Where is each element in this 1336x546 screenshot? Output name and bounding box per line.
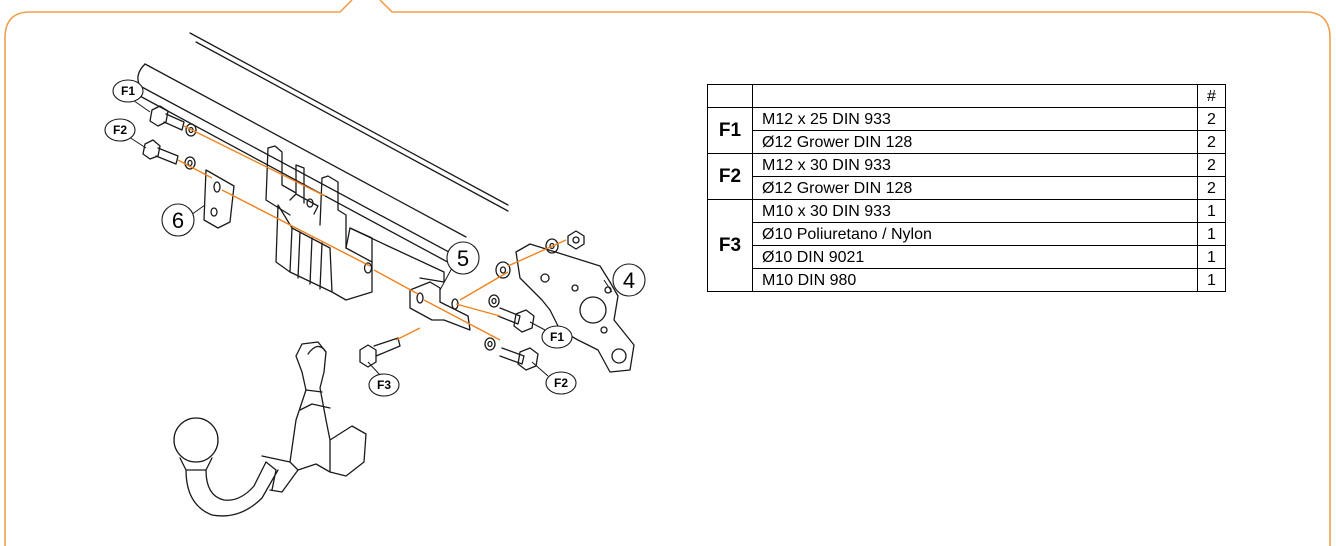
qty-cell: 1: [1197, 268, 1226, 292]
table-row: Ø10 DIN 9021 1: [708, 245, 1226, 269]
table-row: F2 M12 x 30 DIN 933 2: [707, 153, 1226, 200]
callout-f3: F3: [377, 378, 391, 392]
table-row: Ø10 Poliuretano / Nylon 1: [708, 222, 1226, 246]
qty-cell: 2: [1197, 153, 1226, 177]
description-cell: Ø12 Grower DIN 128: [752, 176, 1198, 200]
table-row: F1 M12 x 25 DIN 933 2: [707, 107, 1226, 154]
header-description-cell: [752, 84, 1198, 108]
group-cell-f3: F3: [707, 199, 753, 292]
table-row: F3 M10 x 30 DIN 933 1: [707, 199, 1226, 292]
qty-cell: 1: [1197, 222, 1226, 246]
callout-part-4: 4: [623, 268, 635, 293]
frame-outline: [4, 0, 1331, 546]
table-row: M10 DIN 980 1: [708, 268, 1226, 292]
description-cell: M12 x 25 DIN 933: [752, 107, 1198, 131]
description-cell: Ø10 Poliuretano / Nylon: [752, 222, 1198, 246]
parts-table: # F1 M12 x 25 DIN 933 2 Ø12 Grower DIN 1…: [707, 84, 1226, 292]
description-cell: Ø10 DIN 9021: [752, 245, 1198, 269]
description-cell: Ø12 Grower DIN 128: [752, 130, 1198, 154]
description-cell: M10 DIN 980: [752, 268, 1198, 292]
qty-cell: 1: [1197, 245, 1226, 269]
group-cell-f2: F2: [707, 153, 753, 200]
description-cell: M12 x 30 DIN 933: [752, 153, 1198, 177]
description-cell: M10 x 30 DIN 933: [752, 199, 1198, 223]
callout-part-6: 6: [172, 208, 184, 233]
qty-cell: 2: [1197, 107, 1226, 131]
callout-f2-top: F2: [113, 123, 127, 137]
callout-f1-bottom: F1: [550, 330, 564, 344]
callout-f2-bottom: F2: [554, 376, 568, 390]
group-cell-f1: F1: [707, 107, 753, 154]
header-group-cell: [707, 84, 753, 108]
qty-cell: 2: [1197, 176, 1226, 200]
exploded-assembly-drawing: F1 F2 F1 F2 F3 6 5 4: [104, 32, 646, 517]
header-qty-cell: #: [1197, 84, 1226, 108]
table-row: Ø12 Grower DIN 128 2: [708, 130, 1226, 154]
callout-f1-top: F1: [121, 84, 135, 98]
callout-part-5: 5: [457, 246, 469, 271]
table-row: Ø12 Grower DIN 128 2: [708, 176, 1226, 200]
qty-cell: 2: [1197, 130, 1226, 154]
table-header-row: #: [707, 84, 1226, 108]
qty-cell: 1: [1197, 199, 1226, 223]
